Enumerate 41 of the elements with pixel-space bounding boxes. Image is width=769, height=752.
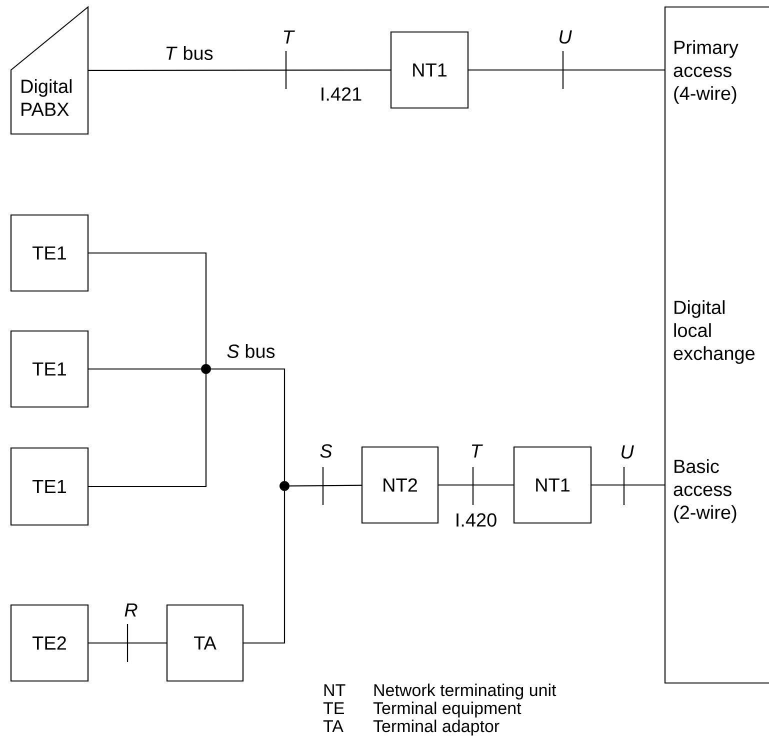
unit-box: NT2 — [361, 446, 439, 524]
unit-box: NT1 — [513, 446, 592, 524]
reference-point-label: R — [124, 603, 138, 617]
reference-point-label: T — [472, 444, 483, 458]
connection-line — [468, 69, 665, 71]
unit-box: TE1 — [10, 330, 89, 408]
unit-box: TE2 — [10, 604, 89, 682]
connection-line — [88, 374, 207, 488]
exchange-label: Primary access (4-wire) — [674, 40, 738, 104]
unit-box: TE1 — [10, 214, 89, 292]
connection-line — [438, 484, 514, 486]
unit-box: TA — [166, 604, 244, 682]
exchange-label: Digital local exchange — [674, 300, 755, 364]
junction-dot — [201, 364, 211, 374]
bus-label: S bus — [227, 344, 275, 358]
reference-point-label: U — [622, 445, 634, 459]
legend-abbreviation: TE — [323, 702, 344, 714]
connection-line — [88, 642, 167, 644]
interface-label: I.421 — [322, 87, 362, 101]
unit-box: NT1 — [390, 31, 469, 109]
reference-point-label: U — [560, 30, 572, 44]
legend-abbreviation: NT — [324, 684, 346, 696]
exchange-label: Basic access (2-wire) — [674, 459, 736, 523]
connection-line — [88, 252, 207, 364]
pabx-box: Digital PABX — [10, 6, 89, 135]
connection-line — [591, 484, 665, 486]
connection-line — [243, 491, 286, 644]
junction-dot — [280, 481, 290, 491]
legend-text: Network terminating unit — [374, 684, 556, 700]
connection-line — [211, 368, 286, 481]
bus-label: T bus — [166, 46, 213, 60]
connection-line — [88, 70, 391, 71]
interface-label: I.420 — [456, 513, 496, 527]
legend-text: Terminal adaptor — [373, 720, 500, 736]
legend-text: Terminal equipment — [373, 702, 522, 718]
unit-box: TE1 — [10, 447, 89, 526]
connection-line — [290, 484, 362, 486]
legend-abbreviation: TA — [323, 720, 344, 732]
reference-point-label: S — [320, 444, 332, 458]
reference-point-label: T — [284, 30, 295, 44]
connection-line — [88, 368, 201, 370]
